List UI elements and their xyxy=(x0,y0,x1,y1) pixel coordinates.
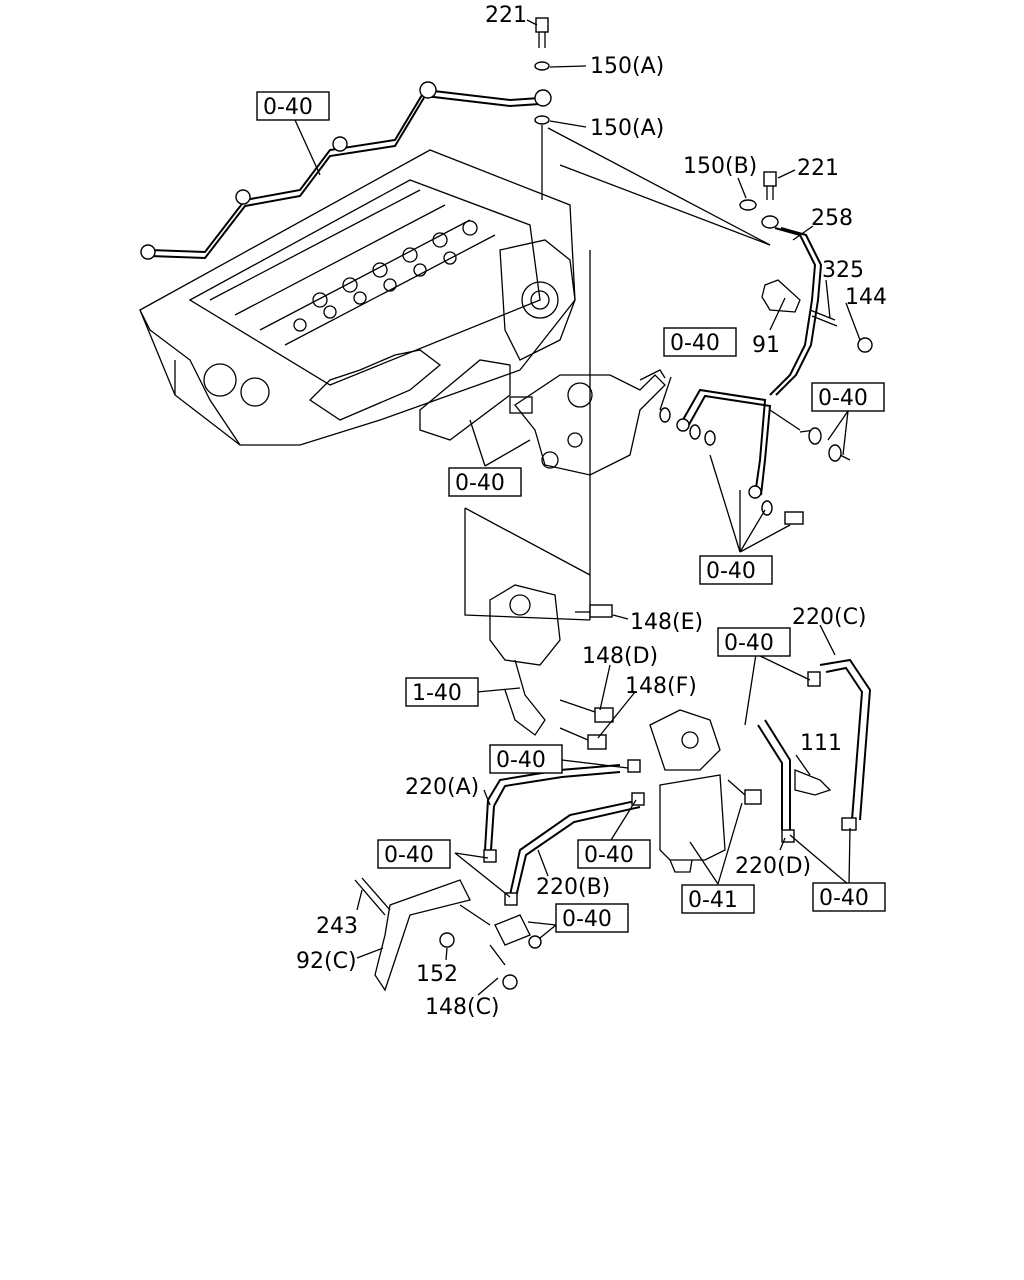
assembly-frame xyxy=(464,164,771,621)
leader-lines xyxy=(294,19,861,996)
callout-148c: 148(C) xyxy=(425,995,500,1020)
ref-tee: 0-40 xyxy=(818,386,868,411)
callout-258: 258 xyxy=(811,206,853,231)
ref-clamp-bottom: 0-40 xyxy=(562,907,612,932)
ref-bracket: 1-40 xyxy=(412,681,462,706)
callout-243: 243 xyxy=(316,914,358,939)
ref-hose-d: 0-40 xyxy=(819,886,869,911)
injection-pipes xyxy=(140,81,552,260)
callout-220d: 220(D) xyxy=(735,854,811,879)
callout-152: 152 xyxy=(416,962,458,987)
ref-bolts: 0-40 xyxy=(706,559,756,584)
callout-221-top: 221 xyxy=(485,3,527,28)
callout-92c: 92(C) xyxy=(296,949,357,974)
callout-220a: 220(A) xyxy=(405,775,479,800)
callout-220c: 220(C) xyxy=(792,605,867,630)
callout-91: 91 xyxy=(752,333,780,358)
ref-filter: 0-41 xyxy=(688,888,738,913)
part-callouts: 221 150(A) 150(A) 150(B) 221 258 325 144… xyxy=(296,3,887,1020)
callout-150a-1: 150(A) xyxy=(590,54,664,79)
ref-clamp-left: 0-40 xyxy=(384,843,434,868)
filter-bracket xyxy=(489,584,614,750)
callout-148e: 148(E) xyxy=(630,610,703,635)
ref-right-mid: 0-40 xyxy=(670,331,720,356)
lower-bracket xyxy=(354,877,542,992)
injection-pump xyxy=(419,359,666,476)
callout-220b: 220(B) xyxy=(536,875,610,900)
callout-144: 144 xyxy=(845,285,887,310)
cylinder-head xyxy=(139,149,576,446)
callout-148f: 148(F) xyxy=(625,674,697,699)
ref-topleft: 0-40 xyxy=(263,95,313,120)
return-pipe xyxy=(659,171,873,525)
fuel-hoses xyxy=(483,658,872,906)
callout-111: 111 xyxy=(800,731,842,756)
callout-148d: 148(D) xyxy=(582,644,658,669)
ref-pump: 0-40 xyxy=(455,471,505,496)
reference-boxes: 0-40 0-40 0-40 0-40 0-40 1-40 0-40 0-40 … xyxy=(256,91,886,933)
callout-150b: 150(B) xyxy=(683,154,757,179)
top-bolt-stack xyxy=(534,17,771,246)
callout-221-right: 221 xyxy=(797,156,839,181)
ref-hose-b: 0-40 xyxy=(584,843,634,868)
callout-150a-2: 150(A) xyxy=(590,116,664,141)
callout-325: 325 xyxy=(822,258,864,283)
ref-hose-a: 0-40 xyxy=(496,748,546,773)
ref-filter-top: 0-40 xyxy=(724,631,774,656)
fuel-filter xyxy=(649,709,762,873)
